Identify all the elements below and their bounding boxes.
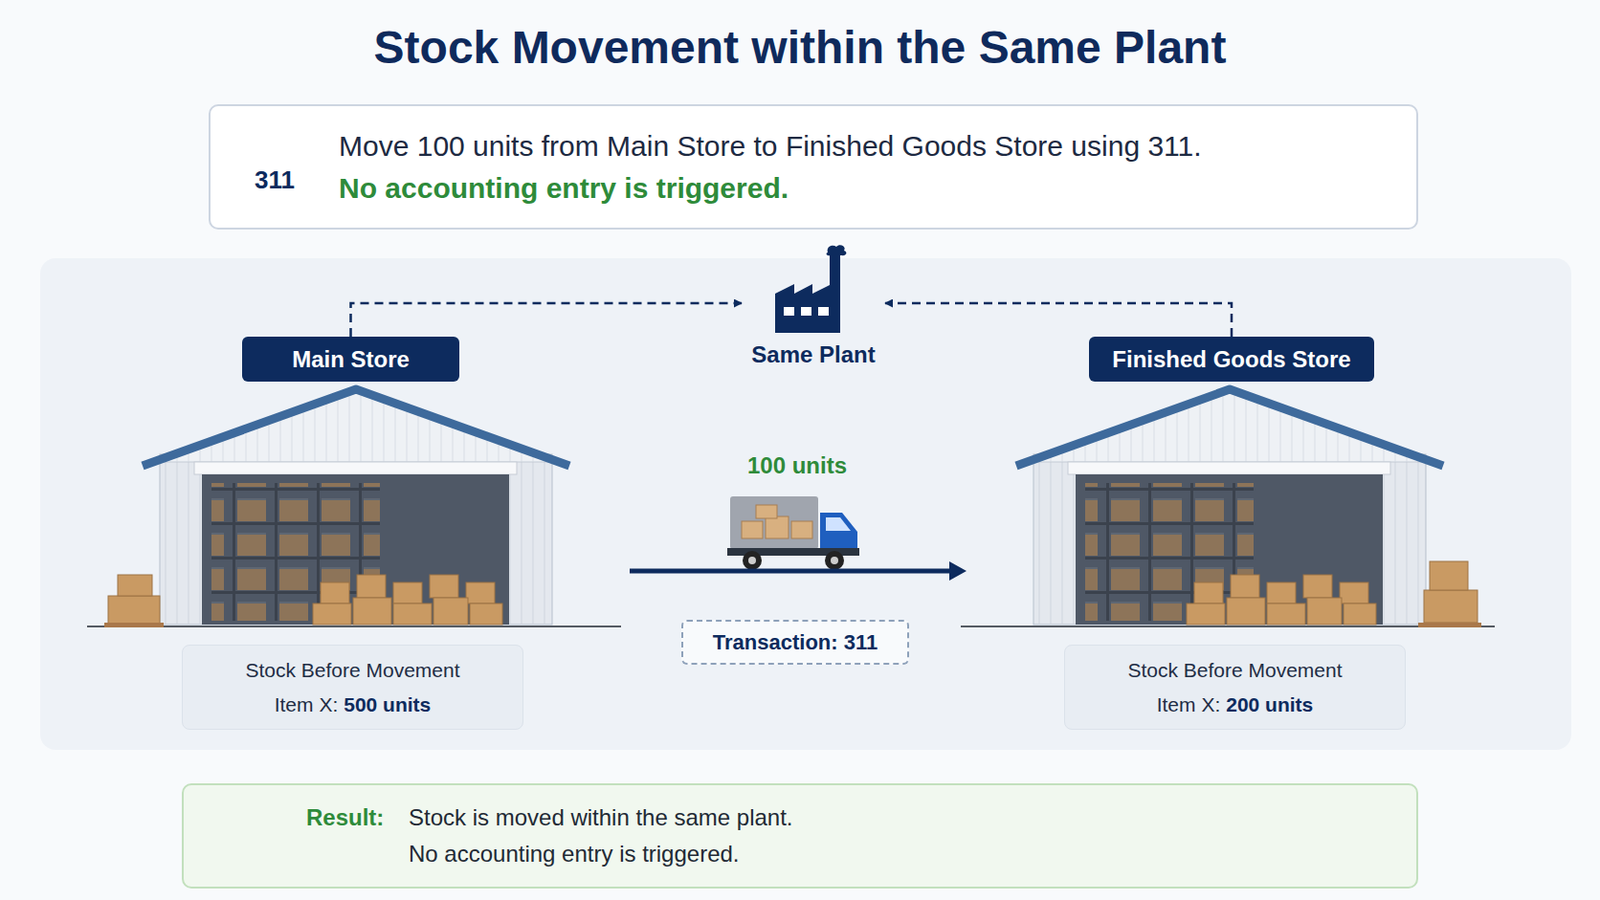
factory-window	[800, 307, 812, 316]
result-box: Result:Stock is moved within the same pl…	[181, 783, 1419, 889]
node-text: Result:	[306, 800, 409, 837]
quantity-label: 100 units	[701, 452, 893, 480]
node-text: Transaction: 311	[712, 630, 878, 656]
text-row: Same Plant	[751, 341, 875, 369]
movement-arrowhead	[949, 561, 967, 581]
stock-box: Stock Before MovementItem X:500 units	[181, 644, 524, 731]
store-label: Main Store	[242, 336, 460, 382]
node-text: No accounting entry is triggered.	[408, 836, 740, 873]
text-row: Item X:500 units	[274, 688, 432, 723]
node-text: Stock is moved within the same plant.	[408, 800, 794, 837]
node-text: Item X:	[274, 688, 339, 723]
node-text: No accounting entry is triggered.	[338, 167, 789, 210]
node-text: Item X:	[1156, 688, 1222, 723]
truck-icon	[727, 496, 860, 571]
node-text: Stock Before Movement	[1127, 653, 1342, 689]
text-row: Item X:200 units	[1156, 688, 1314, 723]
text-row: Stock Before Movement	[1127, 653, 1342, 689]
plant-node: Same Plant	[741, 244, 886, 374]
text-row: No accounting entry is triggered.	[338, 167, 789, 210]
node-text: Stock Before Movement	[244, 653, 460, 689]
node-text: Move 100 units from Main Store to Finish…	[338, 125, 1202, 168]
text-row: Move 100 units from Main Store to Finish…	[338, 125, 1202, 168]
node-text: Main Store	[291, 346, 410, 374]
transaction-box: Transaction: 311	[681, 620, 910, 666]
dashed-connector	[351, 303, 743, 337]
factory-shape	[775, 255, 841, 334]
text-row: Main Store	[291, 346, 410, 374]
store-label: Finished Goods Store	[1088, 336, 1375, 382]
node-text: 200 units	[1225, 688, 1313, 723]
warehouse-right	[960, 389, 1495, 628]
movement-arrow	[629, 569, 950, 575]
text-row: Stock Before Movement	[244, 653, 460, 689]
stock-box: Stock Before MovementItem X:200 units	[1064, 644, 1406, 731]
node-text: 500 units	[343, 688, 431, 723]
text-row: Finished Goods Store	[1111, 346, 1351, 374]
factory-window	[783, 307, 795, 316]
diagram-title: Stock Movement within the Same Plant	[0, 21, 1600, 74]
smoke-shape	[826, 244, 847, 256]
info-box: Move 100 units from Main Store to Finish…	[208, 104, 1419, 230]
factory-window	[818, 307, 829, 316]
node-text: Finished Goods Store	[1111, 346, 1351, 374]
node-text: Same Plant	[751, 341, 875, 369]
text-row: No accounting entry is triggered.	[306, 836, 740, 873]
factory-icon	[741, 244, 886, 340]
text-row: Transaction: 311	[712, 630, 878, 656]
icon-number: 311	[241, 165, 309, 196]
dashed-connector	[885, 303, 1232, 337]
warehouse-left	[87, 389, 622, 628]
text-row: Result:Stock is moved within the same pl…	[306, 800, 794, 837]
